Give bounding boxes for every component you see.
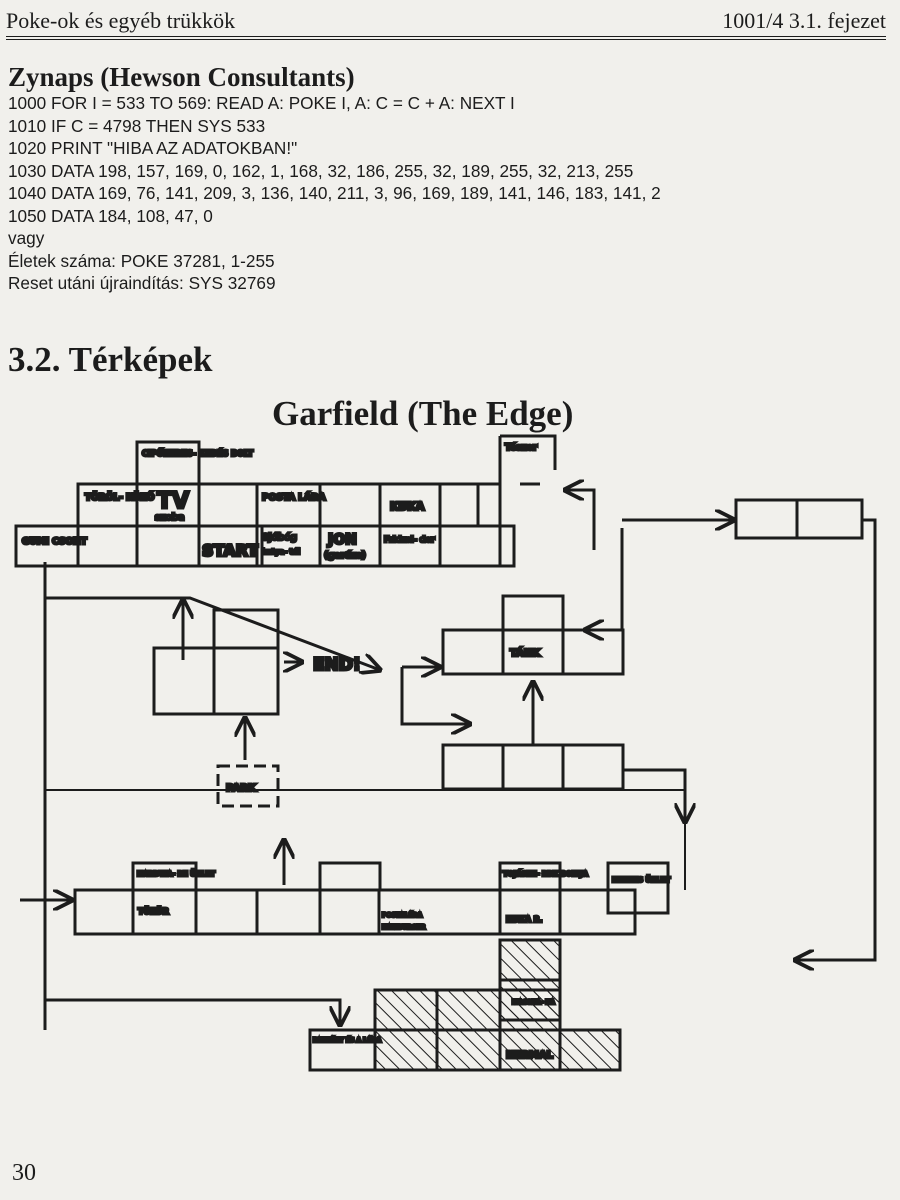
game-title: Zynaps (Hewson Consultants) (8, 62, 355, 92)
header-right: 1001/4 3.1. fejezet (722, 8, 886, 33)
room-label: CIPŐKERES- KEDÉS BOLT (142, 447, 254, 458)
room-label: START (202, 541, 258, 560)
room-label: KUKA 2. (506, 915, 542, 924)
room-label: TV (157, 489, 189, 514)
room-label: szoba (155, 513, 184, 523)
room-label: KUKA (390, 500, 425, 513)
room-label: PATKÁNY ÉS A LÁDA (313, 1036, 382, 1044)
room-label: HARDWA- RE ÜZLET (137, 869, 215, 878)
code-line: vagy (8, 228, 45, 248)
code-line: 1050 DATA 184, 108, 47, 0 (8, 205, 213, 226)
room-label: TÜKÖR (138, 906, 169, 916)
running-header: Poke-ok és egyéb trükkök 1001/4 3.1. fej… (6, 2, 886, 40)
code-line: 1000 FOR I = 533 TO 569: READ A: POKE I,… (8, 93, 515, 113)
code-listing: 1000 FOR I = 533 TO 569: READ A: POKE I,… (8, 92, 661, 295)
code-line: Életek száma: POKE 37281, 1-255 (8, 250, 275, 271)
section-title: 3.2. Térképek (8, 340, 213, 379)
room-label: HENTES ÜZLET (612, 875, 671, 884)
room-label: (garázs) (324, 551, 366, 561)
room-label: kutya- tál (262, 548, 300, 556)
room-label: HAMBURGER (382, 924, 426, 931)
room-label: GUMI CSONT (22, 537, 88, 547)
code-line: 1010 IF C = 4798 THEN SYS 533 (8, 115, 266, 136)
room-label: PARK (226, 783, 257, 794)
room-label: TÁNK (510, 646, 541, 659)
map-right-room (734, 498, 864, 540)
code-line: 1040 DATA 169, 76, 141, 209, 3, 136, 140… (8, 183, 661, 203)
map-top-block (14, 434, 557, 568)
room-label: NERMAL (506, 1050, 554, 1061)
page-number: 30 (12, 1160, 36, 1186)
code-line: 1030 DATA 198, 157, 169, 0, 162, 1, 168,… (8, 160, 634, 181)
room-label: Tészer (505, 442, 538, 453)
code-line: Reset utáni újraindítás: SYS 32769 (8, 273, 276, 293)
room-label: TÖRÖL- KÖZŐ (85, 492, 155, 503)
room-label: Fridzsi- der (384, 535, 435, 544)
room-label: POSTA LÁDA (262, 491, 325, 503)
room-label: JON (327, 532, 357, 548)
room-label: MACSKA- KA (512, 999, 555, 1006)
code-line: 1020 PRINT "HIBA AZ ADATOKBAN!" (8, 138, 298, 158)
room-label: TOJÁSZE- RBK BOLTJA (503, 869, 589, 878)
room-label: Sjóbóg (262, 532, 297, 543)
room-label: END! (313, 655, 361, 675)
room-label: POSTALÁDA (382, 912, 423, 919)
header-left: Poke-ok és egyéb trükkök (6, 8, 236, 33)
garfield-map: CIPŐKERES- KEDÉS BOLT TÖRÖL- KÖZŐ TV szo… (14, 434, 877, 1072)
map-title: Garfield (The Edge) (272, 394, 574, 433)
